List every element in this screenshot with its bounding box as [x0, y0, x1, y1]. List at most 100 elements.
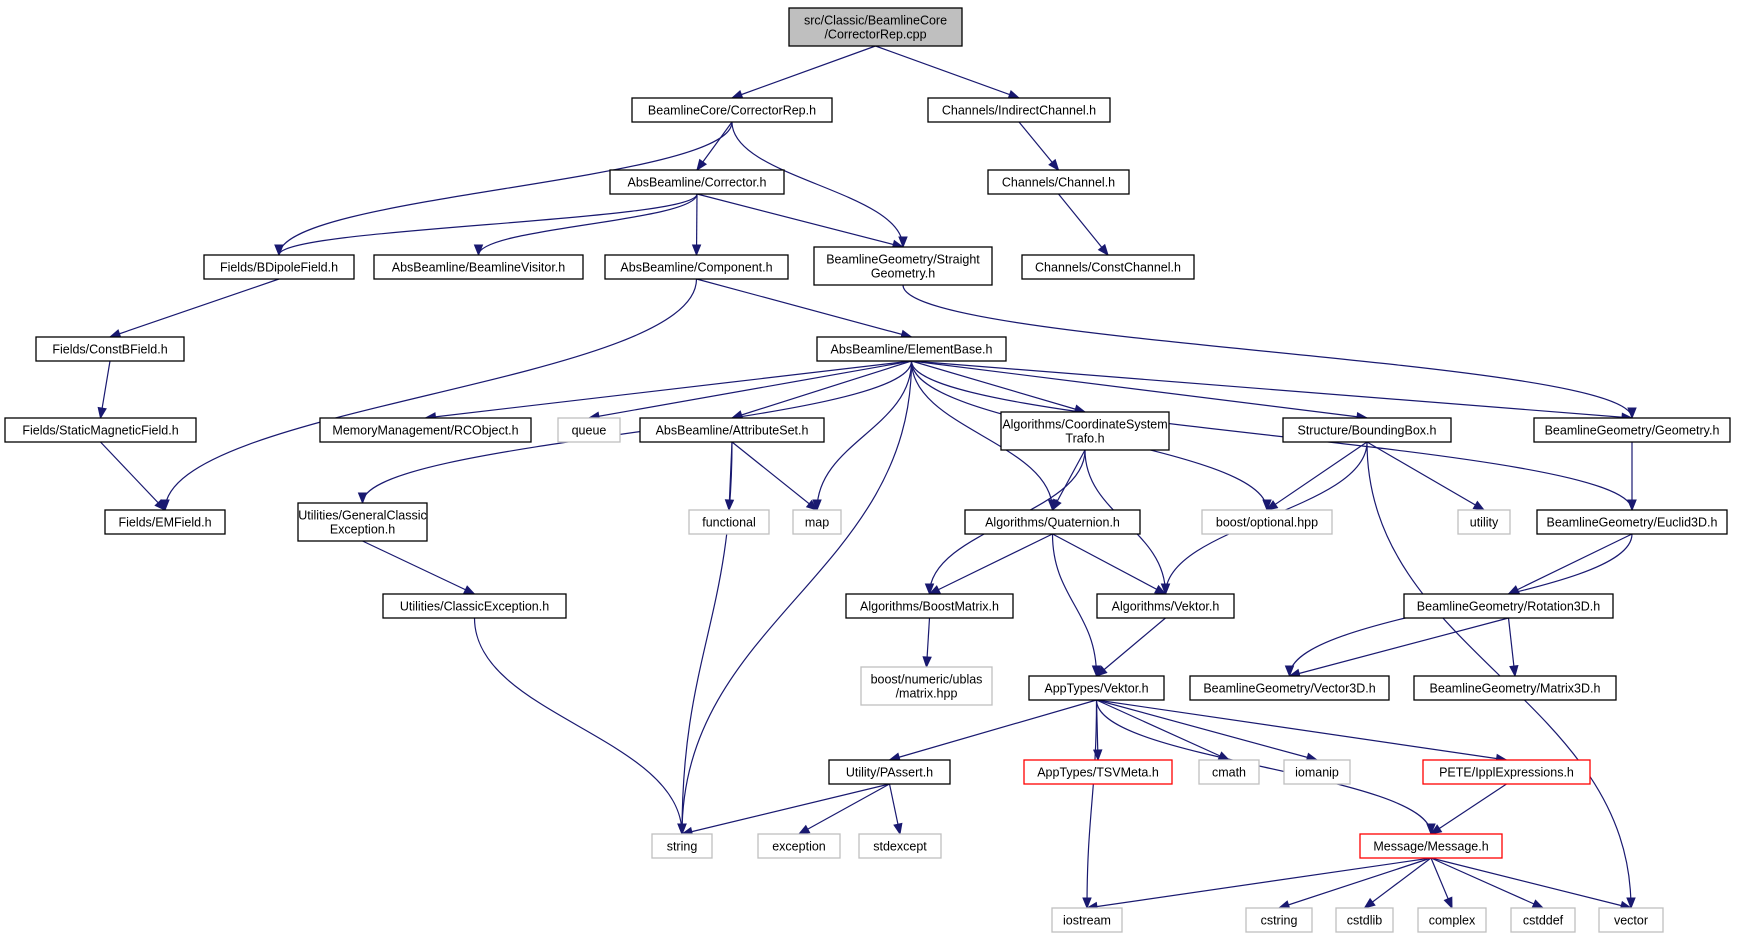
edge-arrowhead — [677, 823, 687, 836]
node-boostmatrix[interactable]: Algorithms/BoostMatrix.h — [845, 593, 1014, 619]
node-bdipolefield[interactable]: Fields/BDipoleField.h — [203, 254, 355, 280]
edge-arrowhead — [473, 244, 484, 257]
edge-line — [731, 441, 818, 511]
node-iomanip[interactable]: iomanip — [1283, 759, 1351, 785]
edge-generalclassicexception-to-classicexception — [362, 540, 476, 595]
node-emfield[interactable]: Fields/EMField.h — [104, 509, 226, 535]
node-box — [1510, 907, 1576, 933]
edge-arrowhead — [1627, 407, 1637, 420]
node-indirectchannel[interactable]: Channels/IndirectChannel.h — [927, 97, 1111, 123]
node-correctorrep_h[interactable]: BeamlineCore/CorrectorRep.h — [631, 97, 833, 123]
edge-arrowhead — [1627, 499, 1637, 512]
node-label: Fields/StaticMagneticField.h — [22, 424, 178, 438]
node-functional[interactable]: functional — [688, 509, 770, 535]
edge-arrowhead — [696, 158, 708, 172]
edge-arrowhead — [922, 656, 932, 669]
edge-line — [588, 360, 912, 419]
node-staticmagneticfield[interactable]: Fields/StaticMagneticField.h — [4, 417, 197, 443]
node-cstddef[interactable]: cstddef — [1510, 907, 1576, 933]
node-label: cmath — [1212, 766, 1246, 780]
edge-boostmatrix-to-ublasmatrix — [922, 617, 932, 669]
edge-line — [681, 441, 733, 835]
edge-line — [109, 278, 280, 338]
node-vector3d[interactable]: BeamlineGeometry/Vector3D.h — [1189, 675, 1390, 701]
edge-arrowhead — [274, 244, 284, 257]
edge-line — [902, 284, 1633, 419]
node-label: BeamlineGeometry/Rotation3D.h — [1417, 600, 1600, 614]
node-constbfield[interactable]: Fields/ConstBField.h — [35, 336, 185, 362]
edge-arrowhead — [1284, 665, 1295, 678]
edge-attributeset-to-string — [677, 441, 733, 836]
node-cstring[interactable]: cstring — [1245, 907, 1313, 933]
node-utility[interactable]: utility — [1457, 509, 1511, 535]
node-constchannel[interactable]: Channels/ConstChannel.h — [1021, 254, 1195, 280]
node-string[interactable]: string — [651, 833, 713, 859]
node-classicexception[interactable]: Utilities/ClassicException.h — [382, 593, 567, 619]
node-exception[interactable]: exception — [757, 833, 841, 859]
node-apptypesvektor[interactable]: AppTypes/Vektor.h — [1028, 675, 1165, 701]
node-cmath[interactable]: cmath — [1198, 759, 1260, 785]
edge-line — [164, 278, 698, 511]
node-label: BeamlineGeometry/Euclid3D.h — [1547, 516, 1718, 530]
node-beamlinevisitor[interactable]: AbsBeamline/BeamlineVisitor.h — [373, 254, 584, 280]
node-rotation3d[interactable]: BeamlineGeometry/Rotation3D.h — [1403, 593, 1614, 619]
edge-bdipolefield-to-constbfield — [108, 278, 280, 339]
edge-arrowhead — [1443, 896, 1453, 910]
node-box — [382, 593, 567, 619]
node-attributeset[interactable]: AbsBeamline/AttributeSet.h — [639, 417, 825, 443]
edge-arrowhead — [893, 822, 903, 836]
node-quaternion[interactable]: Algorithms/Quaternion.h — [964, 509, 1141, 535]
edge-component-to-elementbase — [696, 278, 913, 339]
edge-arrowhead — [1051, 498, 1062, 512]
edge-root-to-correctorrep_h — [730, 45, 876, 99]
node-algvektor[interactable]: Algorithms/Vektor.h — [1096, 593, 1235, 619]
node-stdexcept[interactable]: stdexcept — [858, 833, 942, 859]
edge-line — [1096, 699, 1230, 761]
edge-apptypesvektor-to-message — [1095, 699, 1436, 836]
edge-line — [1278, 857, 1432, 909]
edge-line — [816, 360, 913, 511]
edge-passert-to-string — [680, 783, 890, 837]
node-geometry[interactable]: BeamlineGeometry/Geometry.h — [1533, 417, 1731, 443]
node-root[interactable]: src/Classic/BeamlineCore/CorrectorRep.cp… — [788, 7, 963, 47]
node-label: Channels/Channel.h — [1002, 176, 1115, 190]
edge-line — [1289, 617, 1509, 677]
edges-layer — [97, 45, 1637, 912]
node-matrix3d[interactable]: BeamlineGeometry/Matrix3D.h — [1413, 675, 1617, 701]
node-queue[interactable]: queue — [557, 417, 621, 443]
node-vector[interactable]: vector — [1598, 907, 1664, 933]
node-ublasmatrix[interactable]: boost/numeric/ublas/matrix.hpp — [860, 666, 993, 706]
node-iostream[interactable]: iostream — [1051, 907, 1123, 933]
node-label: AbsBeamline/AttributeSet.h — [656, 424, 809, 438]
edge-line — [473, 617, 683, 835]
node-map[interactable]: map — [792, 509, 842, 535]
node-cstdlib[interactable]: cstdlib — [1335, 907, 1394, 933]
node-corrector[interactable]: AbsBeamline/Corrector.h — [609, 169, 785, 195]
node-label: BeamlineGeometry/Geometry.h — [1545, 424, 1720, 438]
node-euclid3d[interactable]: BeamlineGeometry/Euclid3D.h — [1536, 509, 1728, 535]
node-channel[interactable]: Channels/Channel.h — [987, 169, 1130, 195]
node-label: AppTypes/Vektor.h — [1044, 682, 1148, 696]
node-tsvmeta[interactable]: AppTypes/TSVMeta.h — [1023, 759, 1173, 785]
edge-arrowhead — [924, 583, 935, 596]
node-boostoptional[interactable]: boost/optional.hpp — [1201, 509, 1333, 535]
node-box — [1021, 254, 1195, 280]
edge-indirectchannel-to-channel — [1018, 121, 1060, 172]
node-label: cstddef — [1523, 914, 1564, 928]
edge-arrowhead — [1091, 665, 1102, 678]
node-ipplexpressions[interactable]: PETE/IpplExpressions.h — [1422, 759, 1591, 785]
node-complex[interactable]: complex — [1417, 907, 1487, 933]
node-passert[interactable]: Utility/PAssert.h — [828, 759, 951, 785]
node-component[interactable]: AbsBeamline/Component.h — [604, 254, 789, 280]
edge-line — [1430, 857, 1544, 909]
node-elementbase[interactable]: AbsBeamline/ElementBase.h — [816, 336, 1007, 362]
node-rcobject[interactable]: MemoryManagement/RCObject.h — [319, 417, 532, 443]
edge-message-to-vector — [1430, 857, 1633, 911]
node-message[interactable]: Message/Message.h — [1359, 833, 1503, 859]
node-box — [860, 666, 993, 706]
node-boundingbox[interactable]: Structure/BoundingBox.h — [1282, 417, 1452, 443]
